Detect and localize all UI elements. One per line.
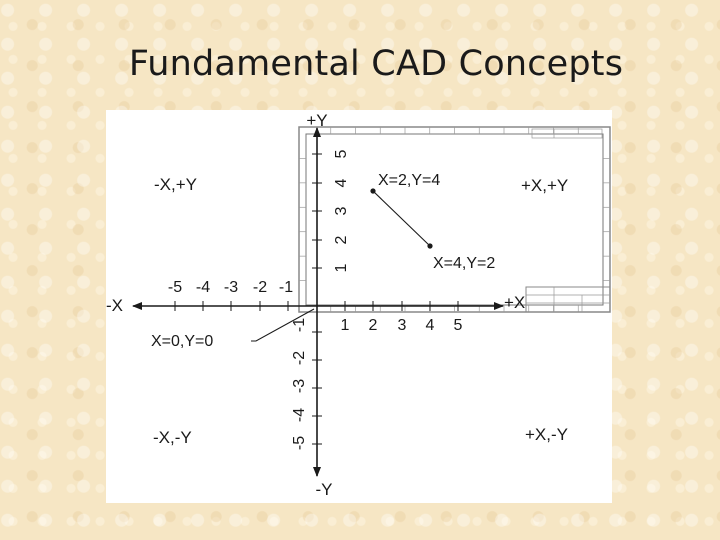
y-tick-label: 1 bbox=[333, 263, 350, 272]
coordinate-diagram-panel: +Y -Y +X -X 1 2 3 4 5 -5 -4 -3 -2 -1 1 2… bbox=[106, 110, 612, 503]
title-block-frame bbox=[525, 286, 611, 313]
x-tick-label: -2 bbox=[253, 279, 267, 296]
y-tick-label: 5 bbox=[333, 149, 350, 158]
quadrant-label-q3: -X,-Y bbox=[153, 428, 192, 447]
title-block bbox=[525, 128, 611, 313]
slide-title: Fundamental CAD Concepts bbox=[128, 44, 624, 84]
positive-x-label: +X bbox=[504, 293, 525, 312]
y-axis-tick-marks bbox=[312, 153, 322, 445]
point-x2-y4 bbox=[370, 188, 376, 194]
x-tick-label: 1 bbox=[341, 317, 350, 334]
quadrant-label-q1: +X,+Y bbox=[521, 176, 568, 195]
x-tick-label: 2 bbox=[369, 317, 378, 334]
x-tick-label: 5 bbox=[454, 317, 463, 334]
x-tick-label: -3 bbox=[224, 279, 238, 296]
point-x4-y2 bbox=[427, 243, 433, 249]
x-axis-tick-marks bbox=[174, 301, 459, 311]
drawing-sheet-zone-ticks bbox=[299, 127, 610, 312]
y-tick-label: 2 bbox=[333, 235, 350, 244]
y-tick-label: 3 bbox=[333, 206, 350, 215]
x-tick-label: -5 bbox=[168, 279, 182, 296]
x-tick-label: -1 bbox=[279, 279, 293, 296]
drawing-sheet-outer-border bbox=[298, 126, 611, 313]
quadrant-label-q2: -X,+Y bbox=[154, 175, 197, 194]
y-tick-label: -1 bbox=[291, 318, 308, 332]
segment-p1-p2 bbox=[372, 190, 431, 247]
coordinate-diagram: +Y -Y +X -X 1 2 3 4 5 -5 -4 -3 -2 -1 1 2… bbox=[106, 111, 611, 499]
origin-leader-line bbox=[251, 308, 315, 342]
drawing-sheet bbox=[298, 126, 611, 313]
y-tick-label: -3 bbox=[291, 379, 308, 393]
origin-label: X=0,Y=0 bbox=[151, 333, 213, 350]
x-tick-label: 4 bbox=[426, 317, 435, 334]
y-tick-label: 4 bbox=[333, 178, 350, 187]
x-tick-label: 3 bbox=[398, 317, 407, 334]
point-label-p1: X=2,Y=4 bbox=[378, 172, 440, 189]
y-tick-label: -4 bbox=[291, 408, 308, 422]
y-tick-label: -5 bbox=[291, 436, 308, 450]
negative-x-label: -X bbox=[106, 296, 123, 315]
y-tick-label: -2 bbox=[291, 351, 308, 365]
point-label-p2: X=4,Y=2 bbox=[433, 255, 495, 272]
negative-y-label: -Y bbox=[316, 480, 333, 499]
x-tick-label: -4 bbox=[196, 279, 210, 296]
revision-block bbox=[531, 128, 603, 139]
positive-y-label: +Y bbox=[306, 111, 327, 130]
quadrant-label-q4: +X,-Y bbox=[525, 425, 568, 444]
